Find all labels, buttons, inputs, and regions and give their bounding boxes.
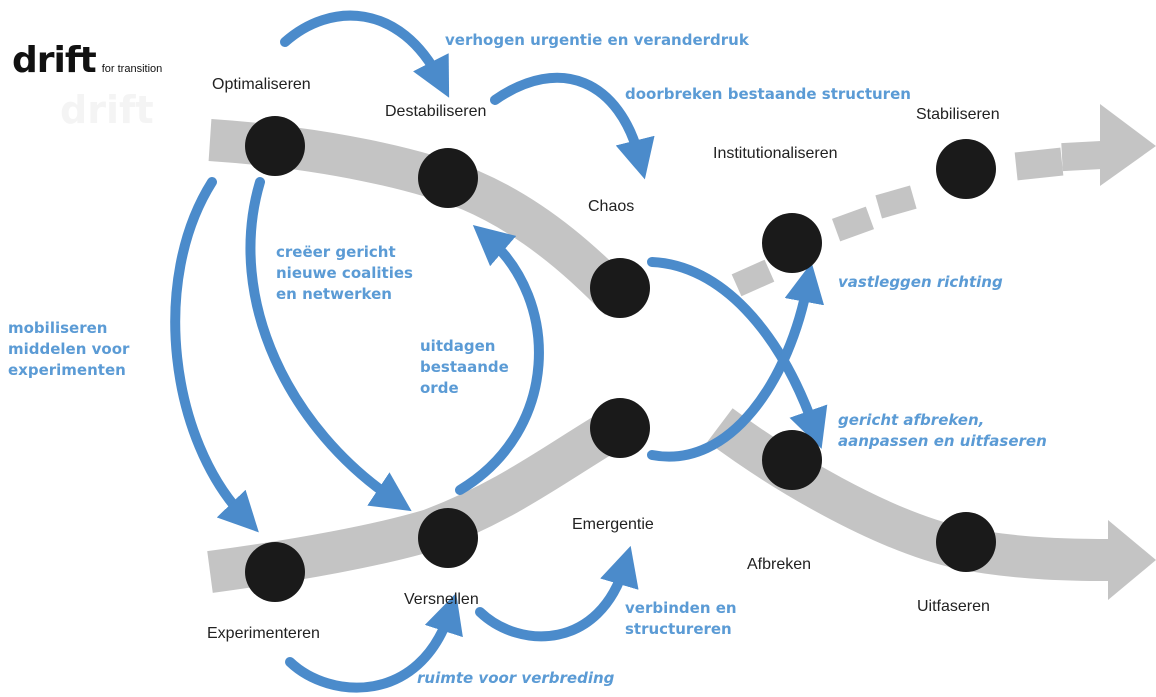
label-optimaliseren: Optimaliseren (212, 76, 311, 93)
arrow-coalities (245, 177, 412, 512)
node-experimenteren (245, 542, 305, 602)
buildup-band-dashed (731, 140, 1105, 297)
action-coalities-line-1: creëer gericht (276, 243, 396, 261)
node-versnellen (418, 508, 478, 568)
action-mobiliseren-line-1: mobiliseren (8, 319, 108, 337)
label-uitfaseren: Uitfaseren (917, 598, 990, 615)
label-chaos: Chaos (588, 198, 635, 215)
label-afbreken: Afbreken (747, 556, 812, 573)
arrow-chaos-to-afbreken (647, 257, 828, 449)
logo-wordmark: drift (12, 40, 97, 81)
label-experimenteren: Experimenteren (207, 625, 320, 642)
action-uitdagen-line-3: orde (420, 379, 459, 397)
node-destabiliseren (418, 148, 478, 208)
buildup-arrowhead (1100, 104, 1156, 186)
arrow-urgentie (280, 10, 450, 98)
breakdown-arrowhead (1108, 520, 1156, 600)
action-doorbreken: doorbreken bestaande structuren (625, 85, 911, 103)
node-stabiliseren (936, 139, 996, 199)
nodes (245, 116, 996, 602)
action-afbreken-line-2: aanpassen en uitfaseren (838, 432, 1047, 450)
action-afbreken: gericht afbreken, aanpassen en uitfasere… (838, 410, 1047, 452)
node-afbreken (762, 430, 822, 490)
arrow-mobiliseren (170, 177, 259, 533)
node-emergentie (590, 398, 650, 458)
logo-watermark: drift (60, 88, 154, 132)
action-uitdagen-line-2: bestaande (420, 358, 509, 376)
arrow-uitdagen (455, 224, 544, 495)
action-urgentie: verhogen urgentie en veranderdruk (445, 31, 749, 49)
action-uitdagen-line-1: uitdagen (420, 337, 496, 355)
node-institutionaliseren (762, 213, 822, 273)
action-vastleggen: vastleggen richting (838, 273, 1003, 291)
arrow-doorbreken (490, 72, 655, 180)
action-arrows (170, 10, 828, 693)
action-coalities-line-2: nieuwe coalities (276, 264, 413, 282)
arrow-verbinden (475, 545, 639, 642)
logo-tagline: for transition (101, 63, 163, 75)
label-stabiliseren: Stabiliseren (916, 106, 1000, 123)
drift-logo: drift for transition (12, 40, 162, 81)
label-destabiliseren: Destabiliseren (385, 103, 487, 120)
action-coalities-line-3: en netwerken (276, 285, 392, 303)
arrow-emergentie-to-vastleggen (647, 262, 825, 462)
label-emergentie: Emergentie (572, 516, 654, 533)
action-mobiliseren: mobiliseren middelen voor experimenten (8, 318, 129, 381)
action-coalities: creëer gericht nieuwe coalities en netwe… (276, 242, 413, 305)
action-mobiliseren-line-2: middelen voor (8, 340, 130, 358)
node-uitfaseren (936, 512, 996, 572)
label-institutionaliseren: Institutionaliseren (713, 145, 838, 162)
label-versnellen: Versnellen (404, 591, 479, 608)
action-ruimte: ruimte voor verbreding (417, 669, 615, 687)
action-verbinden-line-1: verbinden en (625, 599, 737, 617)
node-chaos (590, 258, 650, 318)
action-afbreken-line-1: gericht afbreken, (838, 411, 985, 429)
node-optimaliseren (245, 116, 305, 176)
arrow-ruimte (285, 592, 463, 693)
action-verbinden-line-2: structureren (625, 620, 732, 638)
action-verbinden: verbinden en structureren (625, 598, 737, 640)
action-uitdagen: uitdagen bestaande orde (420, 336, 509, 399)
action-mobiliseren-line-3: experimenten (8, 361, 126, 379)
